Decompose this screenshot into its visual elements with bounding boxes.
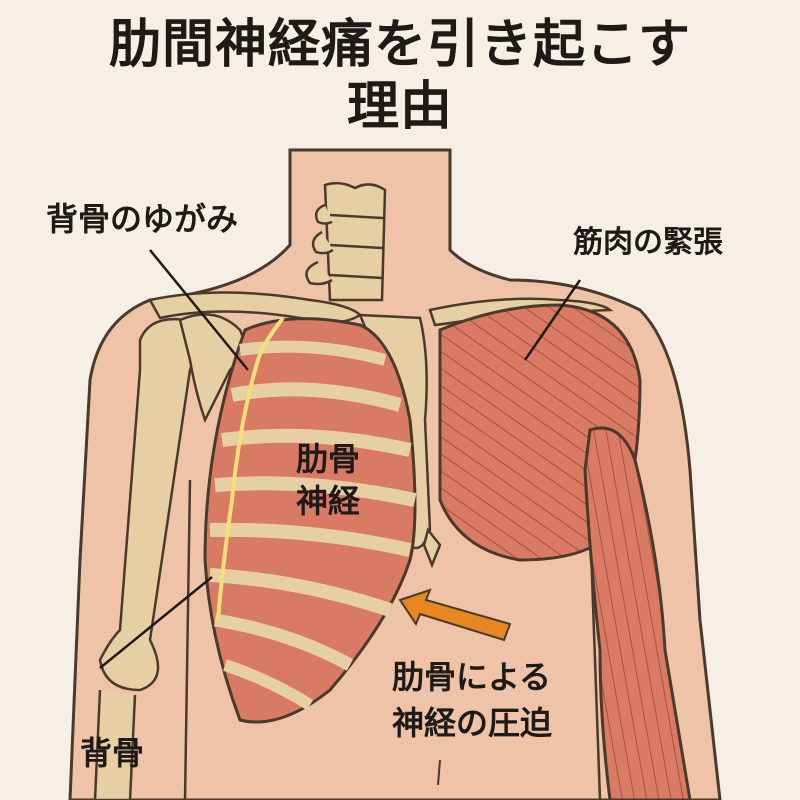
- intercostal-nerve: [216, 316, 285, 621]
- label-spine: 背骨: [80, 734, 145, 772]
- label-compression-line-1: 肋骨による: [392, 658, 552, 696]
- compression-arrow: [398, 588, 512, 642]
- rib-cage: [203, 317, 417, 724]
- label-compression-line-2: 神経の圧迫: [392, 704, 553, 742]
- humerus: [93, 317, 196, 800]
- page-title-line-1: 肋間神経痛を引き起こす: [109, 15, 691, 75]
- page-title-line-2: 理由: [346, 77, 453, 137]
- label-spine-distortion: 背骨のゆがみ: [46, 200, 239, 238]
- cervical-spine: [305, 181, 387, 302]
- arm-muscle: [583, 426, 692, 800]
- label-rib-nerve-line-1: 肋骨: [296, 440, 361, 478]
- label-rib-nerve-line-2: 神経: [296, 482, 361, 520]
- leader-lines: [99, 249, 582, 669]
- label-muscle-tension: 筋肉の緊張: [573, 225, 723, 260]
